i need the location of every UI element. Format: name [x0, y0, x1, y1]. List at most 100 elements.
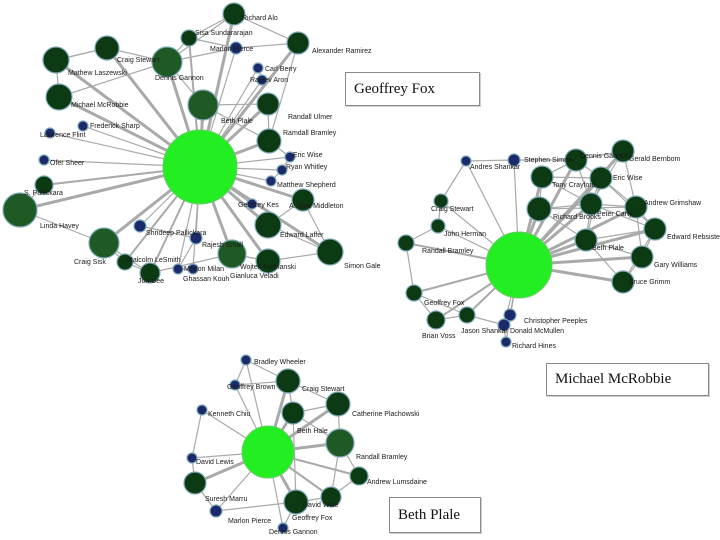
node-shrideep-pallickara: [133, 219, 147, 233]
node-label-linda-havey: Linda Havey: [40, 223, 79, 230]
node-marlon-milan: [172, 263, 184, 275]
node-label-carl-berry: Carl Berry: [265, 66, 297, 73]
node-edward-rebsister: [643, 217, 667, 241]
node-label-edward-laffer: Edward Laffer: [280, 232, 324, 239]
caption-beth-plale: Beth Plale: [389, 497, 481, 533]
node-label-mathew-laszewski: Mathew Laszewski: [68, 70, 127, 77]
node-carl-berry: [252, 62, 264, 74]
node-frederick-sharp: [77, 120, 89, 132]
node-beth-plale: [574, 228, 598, 252]
node-randall-ulmer: [256, 92, 280, 116]
node-ofer-sheer: [38, 154, 50, 166]
node-andrew-grimshaw: [624, 195, 648, 219]
node-label-richard-brooks: Richard Brooks: [553, 214, 601, 221]
node-mathew-laszewski: [42, 46, 70, 74]
node-label-gerald-bernbom: Gerald Bernbom: [629, 156, 681, 163]
node-label-bruce-grimm: Bruce Grimm: [629, 279, 670, 286]
node-label-richard-alo: Richard Alo: [242, 15, 278, 22]
node-label-craig-stewart: Craig Stewart: [302, 386, 344, 393]
node-label-richard-hines: Richard Hines: [512, 343, 556, 350]
edge: [139, 225, 197, 239]
node-label-geoffrey-kes: Geoffrey Kes: [238, 202, 279, 209]
node-craig-stewart: [433, 193, 449, 209]
node-simon-gale: [316, 238, 344, 266]
node-label-frederick-sharp: Frederick Sharp: [90, 123, 140, 130]
node-label-andrew-grimshaw: Andrew Grimshaw: [644, 200, 702, 207]
center-node-beth-plale: [241, 425, 295, 479]
caption-michael-mcrobbie: Michael McRobbie: [546, 363, 709, 396]
node-label-gary-williams: Gary Williams: [654, 262, 698, 269]
node-bradley-wheeler: [240, 354, 252, 366]
node-label-edward-rebsister: Edward Rebsister: [667, 234, 720, 241]
node-ryan-whitley: [276, 164, 288, 176]
node-label-suresh-marru: Suresh Marru: [205, 496, 248, 503]
node-label-geoffrey-brown: Geoffrey Brown: [227, 384, 276, 391]
node-label-lawrence-flint: Lawrence Flint: [40, 132, 86, 139]
edge: [215, 501, 297, 512]
node-label-beth-hale: Beth Hale: [297, 428, 328, 435]
edge: [268, 42, 299, 142]
nodes: [397, 139, 667, 348]
node-rajesh-small: [189, 231, 203, 245]
node-label-rajesh-small: Rajesh Small: [202, 242, 244, 249]
node-geoffrey-fox: [405, 284, 423, 302]
node-a-alan-middleton: [291, 188, 315, 212]
node-david-lewis: [186, 452, 198, 464]
edge: [413, 292, 468, 316]
node-gianluca-veladi: [217, 239, 247, 269]
center-node-michael-mcrobbie: [485, 231, 553, 299]
node-tony-crayford: [530, 165, 554, 189]
node-craig-stewart: [94, 35, 120, 61]
node-label-catherine-plachowski: Catherine Plachowski: [352, 411, 420, 418]
node-label-ramdall-bramley: Ramdall Bramley: [283, 130, 337, 137]
node-michael-mcrobbie: [45, 83, 73, 111]
node-label-andrew-lumsdaine: Andrew Lumsdaine: [367, 479, 427, 486]
node-andres-shankar: [460, 155, 472, 167]
node-label-geoffrey-fox: Geoffrey Fox: [292, 515, 333, 522]
node-brian-voss: [426, 310, 446, 330]
node-ramdall-bramley: [256, 128, 282, 154]
node-matthew-shepherd: [265, 175, 277, 187]
node-john-herman: [430, 218, 446, 234]
center-node-geoffrey-fox: [162, 129, 238, 205]
node-jon-dee: [139, 262, 161, 284]
node-label-eric-wise: Eric Wise: [613, 175, 643, 182]
node-randall-bramley: [397, 234, 415, 252]
node-label-ofer-sheer: Ofer Sheer: [50, 160, 85, 167]
node-craig-stewart: [275, 368, 301, 394]
nodes: [183, 354, 369, 534]
edge: [191, 409, 203, 459]
node-label-tony-crayford: Tony Crayford: [552, 182, 596, 189]
node-edward-laffer: [254, 211, 282, 239]
node-label-a-alan-middleton: A. Alan Middleton: [289, 203, 344, 210]
node-marlon-pierce: [229, 41, 243, 55]
node-label-randall-ulmer: Randall Ulmer: [288, 114, 333, 121]
node-label-beth-plale: Beth Plale: [221, 118, 253, 125]
node-geoffrey-brown: [229, 379, 241, 391]
node-marlon-pierce: [209, 504, 223, 518]
node-label-donald-mcmullen: Donald McMullen: [510, 328, 564, 335]
node-label-s-pallickara: S. Pallickara: [24, 190, 63, 197]
node-stephen-simms: [507, 153, 521, 167]
node-catherine-plachowski: [325, 391, 351, 417]
node-beth-hale: [281, 401, 305, 425]
node-label-marlon-milan: Marlon Milan: [184, 266, 224, 273]
node-label-craig-stewart: Craig Stewart: [117, 57, 159, 64]
node-label-peter-carty: Peter Carty: [597, 211, 633, 218]
node-s-pallickara: [34, 175, 54, 195]
node-label-brian-voss: Brian Voss: [422, 333, 456, 340]
node-label-kenneth-chiu: Kenneth Chiu: [208, 411, 251, 418]
node-label-craig-sisk: Craig Sisk: [74, 259, 106, 266]
node-richard-hines: [500, 336, 512, 348]
node-gerald-bernbom: [611, 139, 635, 163]
node-label-alexander-ramirez: Alexander Ramirez: [312, 48, 372, 55]
node-donald-mcmullen: [497, 318, 511, 332]
nodes: [2, 2, 344, 284]
node-label-dennis-gannon: Dennis Gannon: [269, 529, 318, 536]
node-linda-havey: [2, 192, 38, 228]
node-kenneth-chiu: [196, 404, 208, 416]
node-label-dennis-gannon: Dennis Gannon: [580, 153, 629, 160]
